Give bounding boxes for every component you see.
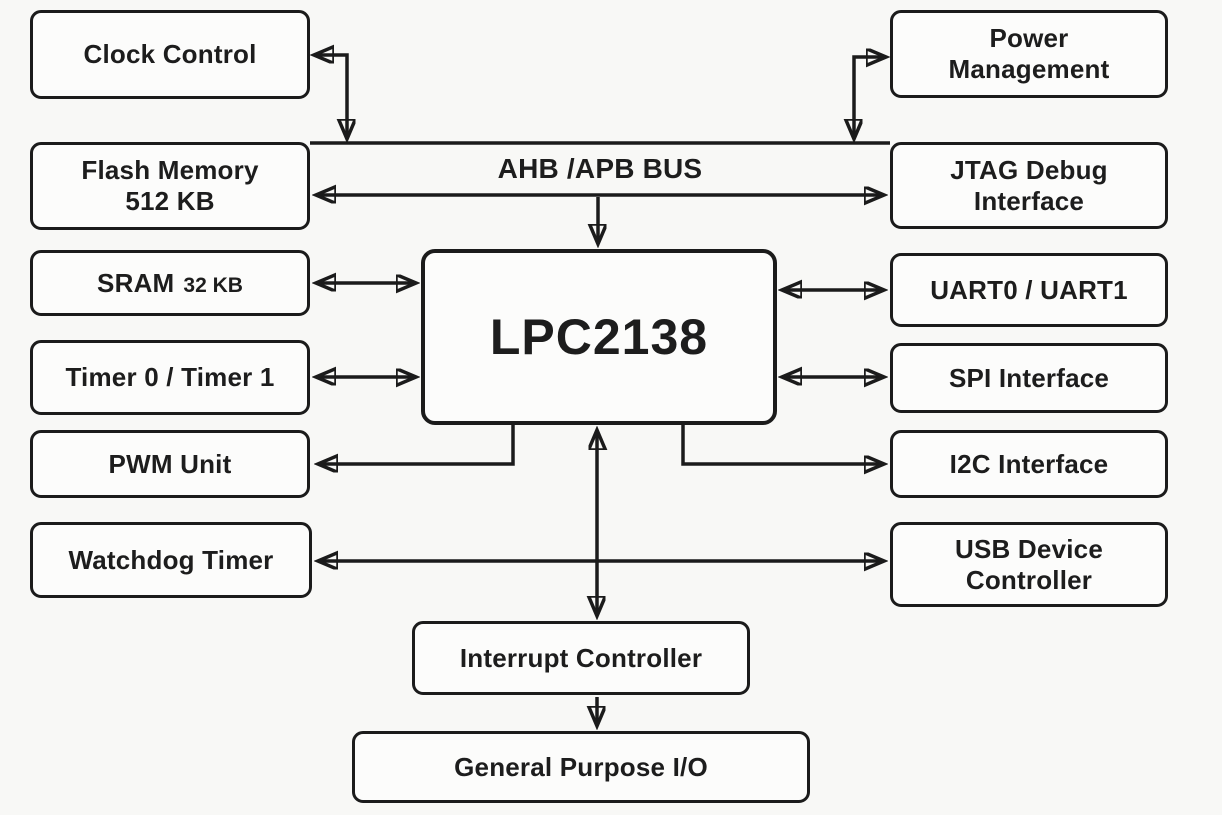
node-power-management: Power Management xyxy=(890,10,1168,98)
node-uart-label: UART0 / UART1 xyxy=(930,274,1128,305)
node-i2c-interface: I2C Interface xyxy=(890,430,1168,498)
node-clock-control-label: Clock Control xyxy=(83,39,257,70)
node-usb-device-controller-label: USB Device Controller xyxy=(955,533,1103,595)
node-cpu-lpc2138: LPC2138 xyxy=(421,249,777,425)
bus-ahb-apb-label: AHB /APB BUS xyxy=(497,153,703,185)
node-timer: Timer 0 / Timer 1 xyxy=(30,340,310,415)
edge-cpu-pwm xyxy=(318,425,515,464)
node-sram: SRAM 32 KB xyxy=(30,250,310,316)
edge-bus-clock-control xyxy=(314,55,347,139)
node-general-purpose-io-label: General Purpose I/O xyxy=(454,751,708,782)
node-interrupt-controller-label: Interrupt Controller xyxy=(459,642,703,673)
node-flash-memory-label: Flash Memory 512 KB xyxy=(81,155,259,216)
node-spi-interface: SPI Interface xyxy=(890,343,1168,413)
node-watchdog-timer: Watchdog Timer xyxy=(30,522,312,598)
node-power-management-label: Power Management xyxy=(948,23,1110,84)
node-spi-interface-label: SPI Interface xyxy=(948,362,1110,393)
node-interrupt-controller: Interrupt Controller xyxy=(412,621,750,695)
node-pwm-unit-label: PWM Unit xyxy=(108,448,232,479)
node-clock-control: Clock Control xyxy=(30,10,310,99)
node-uart: UART0 / UART1 xyxy=(890,253,1168,327)
node-timer-label: Timer 0 / Timer 1 xyxy=(65,362,275,393)
edge-bus-power-management xyxy=(854,57,886,139)
node-jtag-debug-interface-label: JTAG Debug Interface xyxy=(950,154,1108,216)
node-i2c-interface-label: I2C Interface xyxy=(949,448,1109,479)
edge-cpu-i2c xyxy=(681,425,884,464)
node-flash-memory: Flash Memory 512 KB xyxy=(30,142,310,230)
node-pwm-unit: PWM Unit xyxy=(30,430,310,498)
node-watchdog-timer-label: Watchdog Timer xyxy=(68,544,274,575)
node-general-purpose-io: General Purpose I/O xyxy=(352,731,810,803)
node-sram-size-label: 32 KB xyxy=(183,273,243,297)
bus-ahb-apb: AHB /APB BUS xyxy=(310,145,890,193)
node-usb-device-controller: USB Device Controller xyxy=(890,522,1168,607)
node-jtag-debug-interface: JTAG Debug Interface xyxy=(890,142,1168,229)
node-cpu-lpc2138-label: LPC2138 xyxy=(489,308,709,365)
node-sram-label: SRAM xyxy=(97,267,175,298)
